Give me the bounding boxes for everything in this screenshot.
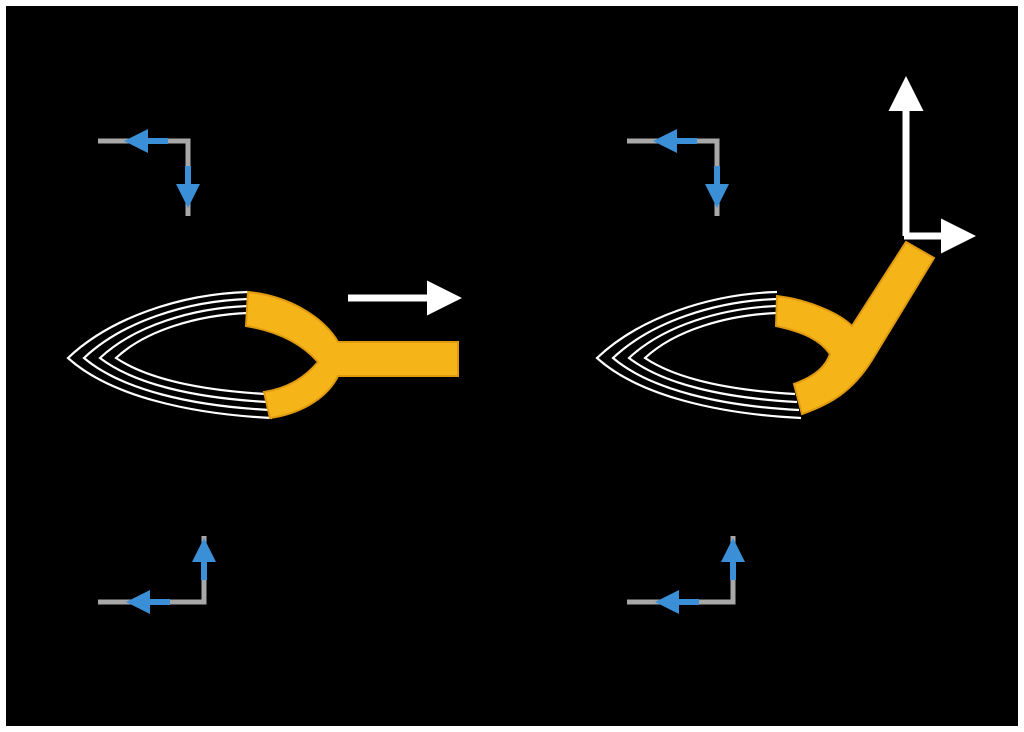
corner-marker-bottom-right-panel-icon bbox=[627, 536, 733, 602]
gripper-right-icon bbox=[774, 240, 936, 416]
panel-left bbox=[66, 141, 462, 602]
corner-marker-top-right-panel-icon bbox=[627, 141, 717, 216]
corner-marker-bottom-left-icon bbox=[98, 536, 204, 602]
gripper-left-icon bbox=[244, 290, 459, 420]
corner-marker-top-left-icon bbox=[98, 141, 188, 216]
panel-right bbox=[595, 76, 976, 602]
wire-bundle-right-icon bbox=[595, 290, 803, 420]
wire-bundle-icon bbox=[66, 290, 274, 420]
